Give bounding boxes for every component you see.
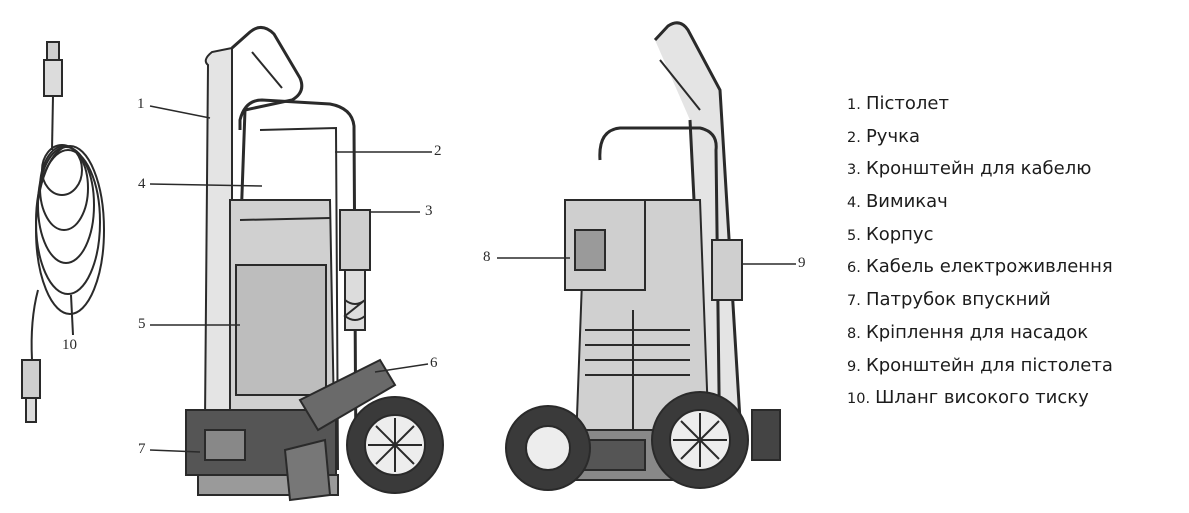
legend-number: 4. [847, 195, 861, 212]
legend-label: Кронштейн для пістолета [865, 354, 1113, 376]
legend-label: Патрубок впускний [865, 289, 1051, 311]
callout-8: 8 [483, 249, 491, 265]
legend-item: 4. Вимикач [847, 186, 1113, 219]
legend-number: 3. [847, 162, 861, 179]
legend-label: Шланг високого тиску [875, 387, 1089, 409]
legend-label: Вимикач [865, 191, 948, 213]
callout-3: 3 [425, 203, 433, 219]
legend-item: 3. Кронштейн для кабелю [847, 153, 1113, 186]
legend-item: 5. Корпус [847, 219, 1113, 252]
legend-label: Ручка [865, 125, 920, 147]
callout-lines [149, 105, 796, 453]
callout-7: 7 [138, 441, 146, 457]
callout-2: 2 [434, 143, 442, 159]
callout-9: 9 [798, 255, 806, 271]
legend-item: 9. Кронштейн для пістолета [847, 350, 1113, 383]
diagram-drawing [21, 21, 796, 502]
callout-10: 10 [62, 337, 77, 353]
legend-label: Пістолет [865, 93, 949, 114]
parts-legend: 1. Пістолет 2. Ручка 3. Кронштейн для ка… [847, 88, 1113, 415]
legend-number: 10. [847, 391, 871, 408]
legend-item: 7. Патрубок впускний [847, 284, 1113, 317]
legend-number: 7. [847, 293, 861, 310]
legend-item: 6. Кабель електроживлення [847, 251, 1113, 284]
legend-label: Кронштейн для кабелю [865, 158, 1092, 180]
high-pressure-hose [21, 41, 105, 423]
legend-number: 8. [847, 325, 861, 342]
legend-number: 1. [847, 97, 861, 113]
rear-view-machine [505, 21, 781, 491]
legend-number: 6. [847, 260, 861, 277]
legend-item: 10. Шланг високого тиску [847, 382, 1113, 415]
legend-item: 1. Пістолет [847, 88, 1113, 121]
legend-item: 2. Ручка [847, 121, 1113, 154]
legend-item: 8. Кріплення для насадок [847, 317, 1113, 350]
legend-number: 2. [847, 129, 861, 146]
pressure-washer-diagram: 1 2 3 4 5 6 7 8 9 10 [21, 21, 806, 502]
callout-10-line [70, 294, 74, 336]
legend-label: Корпус [865, 223, 934, 245]
callout-4: 4 [138, 176, 146, 192]
legend-number: 9. [847, 358, 861, 375]
legend-label: Кабель електроживлення [865, 256, 1113, 278]
callout-1: 1 [137, 96, 145, 112]
legend-number: 5. [847, 227, 861, 244]
callout-5: 5 [138, 316, 146, 332]
legend-label: Кріплення для насадок [865, 321, 1089, 343]
callout-6: 6 [430, 355, 438, 371]
front-view-machine [185, 26, 444, 502]
